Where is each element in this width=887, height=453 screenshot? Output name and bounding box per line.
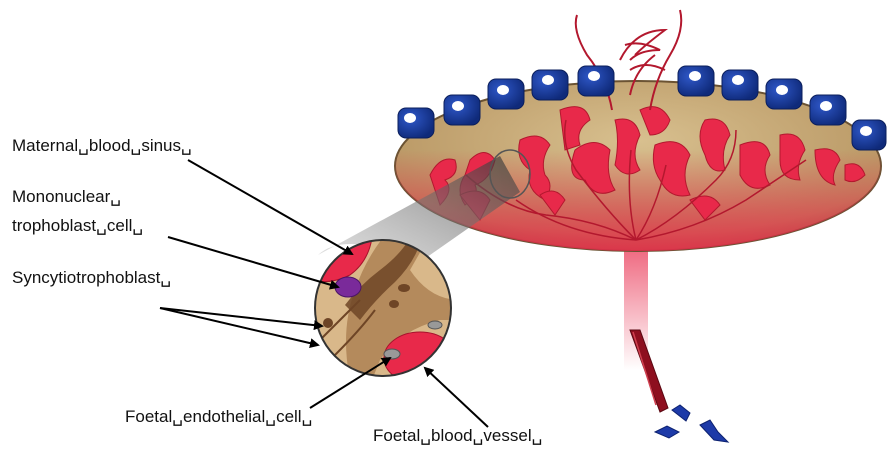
arrow-mononuclear-cell bbox=[168, 237, 338, 287]
arrow-maternal-blood-sinus bbox=[188, 160, 352, 254]
label-foetal-blood-vessel: Foetal␣blood␣vessel␣ bbox=[373, 426, 542, 445]
umbilical-cord bbox=[630, 330, 668, 412]
maternal-cell bbox=[578, 66, 614, 96]
arrow-syncytio-1 bbox=[160, 308, 322, 326]
label-mononuclear-line2: trophoblast␣cell␣ bbox=[12, 216, 143, 235]
magnified-inset bbox=[310, 235, 460, 385]
maternal-cell bbox=[444, 95, 480, 125]
label-maternal-blood-sinus: Maternal␣blood␣sinus␣ bbox=[12, 136, 192, 155]
maternal-cell bbox=[852, 120, 886, 150]
arrow-foetal-blood-vessel bbox=[425, 368, 488, 427]
maternal-cell bbox=[678, 66, 714, 96]
inset-mononuclear-cell bbox=[335, 277, 361, 297]
maternal-cell bbox=[488, 79, 524, 109]
label-mononuclear-line1: Mononuclear␣ bbox=[12, 187, 121, 206]
maternal-cell bbox=[722, 70, 758, 100]
maternal-cell bbox=[398, 108, 434, 138]
arrow-syncytio-2 bbox=[160, 308, 318, 345]
label-foetal-endothelial-cell: Foetal␣endothelial␣cell␣ bbox=[125, 407, 312, 426]
maternal-cell bbox=[532, 70, 568, 100]
inset-endothelial-cell bbox=[384, 349, 400, 359]
label-syncytiotrophoblast: Syncytiotrophoblast␣ bbox=[12, 268, 171, 287]
maternal-cell bbox=[766, 79, 802, 109]
blue-fragments bbox=[655, 405, 728, 442]
maternal-cell bbox=[810, 95, 846, 125]
